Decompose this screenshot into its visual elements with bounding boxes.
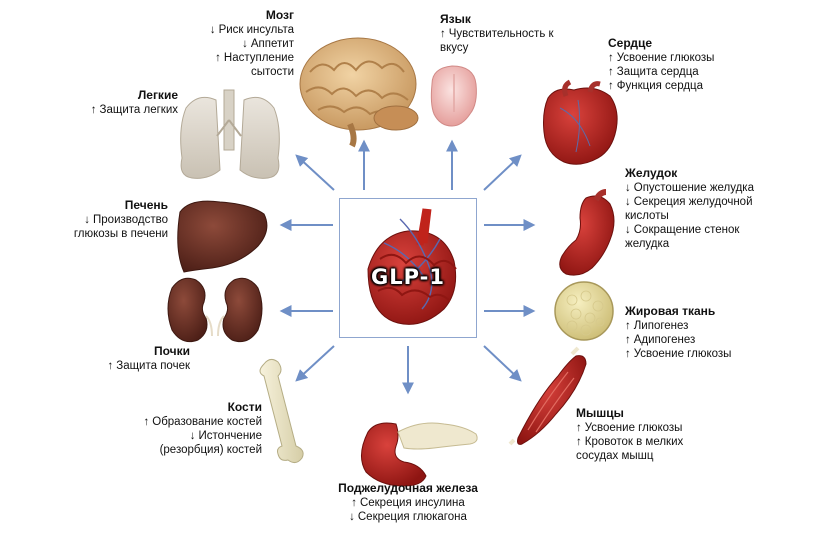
bones-effect-2: ↓Истончение (резорбция) костей [159, 430, 262, 456]
stomach-label: Желудок ↓Опустошение желудка ↓Секреция ж… [625, 166, 755, 251]
muscles-label: Мышцы ↑Усвоение глюкозы ↑Кровоток в мелк… [576, 406, 716, 463]
brain-effect-2: ↓Аппетит [242, 38, 294, 50]
pancreas-effect-1: ↑Секреция инсулина [351, 497, 465, 509]
tongue-effect-1: ↑Чувствительность к вкусу [440, 28, 554, 54]
liver-effect-1: ↓Производство глюкозы в печени [73, 214, 168, 240]
fat-label: Жировая ткань ↑Липогенез ↑Адипогенез ↑Ус… [625, 304, 745, 361]
fat-effect-2: ↑Адипогенез [625, 334, 696, 346]
stomach-effect-2: ↓Секреция желудочной кислоты [625, 196, 753, 222]
kidneys-image [167, 277, 263, 343]
muscles-effect-1: ↑Усвоение глюкозы [576, 422, 683, 434]
glp1-title: GLP-1 [371, 265, 445, 289]
pancreas-effect-2: ↓Секреция глюкагона [349, 511, 467, 523]
lungs-title: Легкие [137, 88, 178, 102]
bones-label: Кости ↑Образование костей ↓Истончение (р… [136, 400, 263, 457]
tongue-image [430, 65, 477, 127]
pancreas-title: Поджелудочная железа [338, 481, 478, 495]
brain-image [299, 37, 419, 148]
kidneys-effect-1: ↑Защита почек [107, 360, 191, 372]
glp1-vessels-image [367, 208, 457, 325]
heart-label: Сердце ↑Усвоение глюкозы ↑Защита сердца … [608, 36, 778, 93]
liver-title: Печень [124, 198, 168, 212]
muscles-title: Мышцы [576, 406, 624, 420]
arrow-to-lungs [295, 154, 335, 191]
liver-label: Печень ↓Производство глюкозы в печени [66, 198, 168, 241]
heart-effect-3: ↑Функция сердца [608, 80, 704, 92]
stomach-effect-1: ↓Опустошение желудка [625, 182, 754, 194]
fat-effect-3: ↑Усвоение глюкозы [625, 348, 732, 360]
brain-effect-1: ↓Риск инсульта [209, 24, 294, 36]
arrow-to-bones [295, 345, 335, 382]
arrow-to-muscles [483, 345, 522, 382]
glp1-box: GLP-1 [339, 198, 477, 338]
kidneys-title: Почки [153, 344, 190, 358]
brain-label: Мозг ↓Риск инсульта ↓Аппетит ↑Наступлени… [160, 8, 294, 79]
heart-image [543, 79, 618, 165]
fat-tissue-image [554, 281, 614, 341]
muscles-image [508, 346, 587, 446]
pancreas-image [361, 422, 478, 487]
tongue-title: Язык [440, 12, 471, 26]
lungs-effect-1: ↑Защита легких [90, 104, 178, 116]
fat-title: Жировая ткань [625, 304, 716, 318]
tongue-label: Язык ↑Чувствительность к вкусу [440, 12, 570, 55]
heart-effect-1: ↑Усвоение глюкозы [608, 52, 715, 64]
stomach-image [559, 189, 615, 276]
arrow-group [279, 139, 536, 395]
arrow-to-heart [483, 154, 522, 191]
stomach-effect-3: ↓Сокращение стенок желудка [625, 224, 740, 250]
brain-title: Мозг [265, 8, 294, 22]
brain-effect-3: ↑Наступление сытости [215, 52, 294, 78]
muscles-effect-2: ↑Кровоток в мелких сосудах мышц [576, 436, 684, 462]
heart-effect-2: ↑Защита сердца [608, 66, 699, 78]
liver-image [177, 200, 268, 273]
bone-image [259, 358, 304, 464]
fat-effect-1: ↑Липогенез [625, 320, 689, 332]
bones-effect-1: ↑Образование костей [143, 416, 263, 428]
heart-title: Сердце [608, 36, 653, 50]
bones-title: Кости [227, 400, 262, 414]
pancreas-label: Поджелудочная железа ↑Секреция инсулина … [316, 481, 500, 524]
kidneys-label: Почки ↑Защита почек [66, 344, 191, 373]
lungs-image [180, 89, 280, 179]
stomach-title: Желудок [625, 166, 678, 180]
lungs-label: Легкие ↑Защита легких [60, 88, 178, 117]
